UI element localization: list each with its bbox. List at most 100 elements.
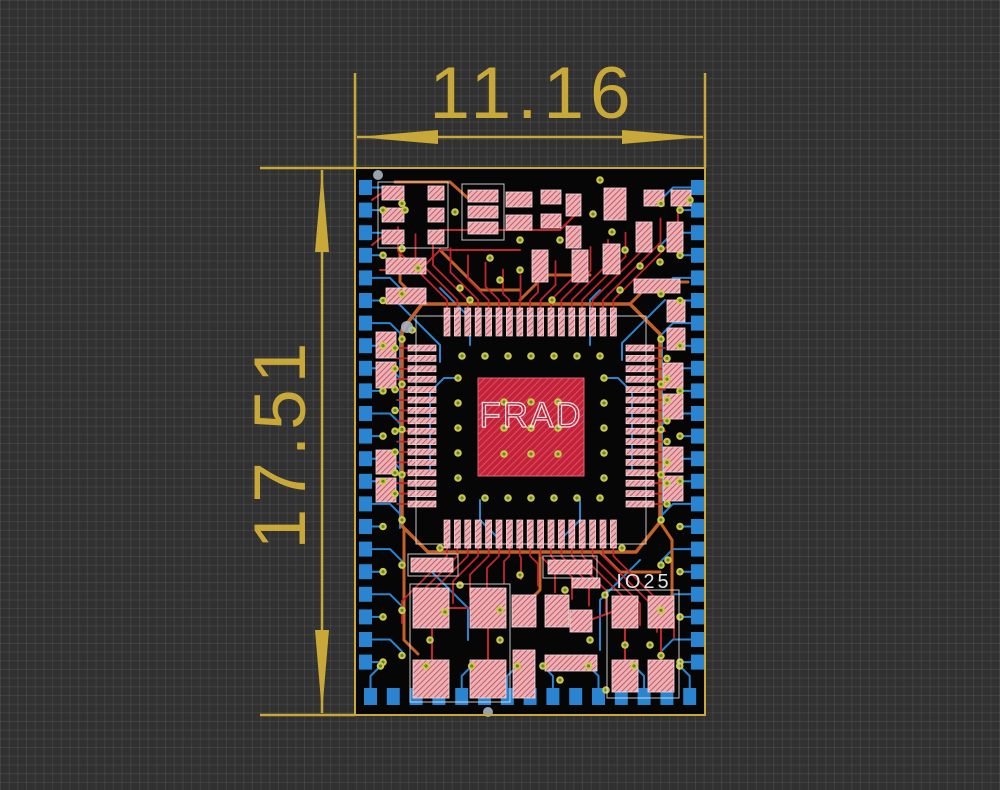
via[interactable] (481, 494, 489, 502)
ic-pin-bottom[interactable] (443, 519, 451, 549)
dimension-width[interactable]: 11.16 (353, 53, 707, 168)
edge-pad-right[interactable] (691, 360, 704, 376)
via[interactable] (618, 544, 626, 552)
edge-pad-left[interactable] (359, 383, 372, 399)
smd-pad[interactable] (467, 189, 499, 203)
via[interactable] (656, 258, 664, 266)
smd-pad[interactable] (647, 659, 675, 693)
via[interactable] (500, 450, 508, 458)
via[interactable] (391, 469, 399, 477)
via[interactable] (391, 427, 399, 436)
via[interactable] (391, 489, 399, 498)
edge-pad-left[interactable] (359, 360, 372, 376)
via[interactable] (608, 228, 616, 236)
smd-pad[interactable] (512, 649, 536, 699)
top-trace[interactable] (371, 192, 383, 201)
inner-trace[interactable] (658, 520, 674, 602)
edge-pad-left[interactable] (359, 270, 372, 286)
via[interactable] (481, 352, 489, 360)
inner-trace[interactable] (438, 248, 522, 292)
via[interactable] (451, 208, 459, 216)
pin-label-text[interactable]: IO25 (616, 571, 671, 593)
via[interactable] (398, 380, 406, 389)
edge-pad-bottom[interactable] (569, 688, 583, 705)
via[interactable] (527, 494, 535, 502)
edge-pad-right[interactable] (691, 315, 704, 331)
ic-pin-right[interactable] (625, 448, 655, 456)
ic-pin-left[interactable] (407, 500, 437, 508)
top-trace[interactable] (371, 236, 383, 246)
silkscreen-outline[interactable] (415, 315, 647, 545)
ic-pin-left[interactable] (407, 386, 437, 393)
ic-pin-top[interactable] (568, 307, 576, 337)
edge-pad-right[interactable] (691, 406, 704, 421)
via[interactable] (657, 244, 665, 253)
via[interactable] (454, 449, 462, 457)
ic-pin-top[interactable] (599, 307, 607, 337)
edge-pad-right[interactable] (691, 202, 704, 218)
edge-pad-right[interactable] (691, 451, 704, 467)
silkscreen-outline[interactable] (407, 553, 459, 577)
via[interactable] (379, 477, 387, 486)
ic-pin-top[interactable] (537, 307, 544, 337)
via[interactable] (398, 425, 406, 434)
via[interactable] (398, 516, 406, 524)
smd-pad[interactable] (427, 229, 445, 245)
ic-pin-right[interactable] (625, 396, 655, 404)
smd-pad[interactable] (375, 449, 397, 475)
edge-pad-bottom[interactable] (386, 688, 400, 705)
smd-pad[interactable] (410, 557, 454, 573)
via[interactable] (600, 449, 608, 457)
via[interactable] (556, 236, 564, 244)
smd-pad[interactable] (412, 587, 450, 629)
ic-pin-bottom[interactable] (485, 519, 492, 549)
via[interactable] (391, 365, 399, 373)
via[interactable] (573, 352, 581, 360)
via[interactable] (467, 662, 476, 670)
via[interactable] (601, 591, 609, 599)
silkscreen-outline[interactable] (542, 555, 598, 579)
via[interactable] (527, 352, 535, 360)
ic-pin-bottom[interactable] (516, 519, 524, 549)
ic-pin-left[interactable] (407, 417, 437, 425)
smd-pad[interactable] (540, 213, 562, 229)
via[interactable] (663, 375, 671, 384)
via[interactable] (657, 335, 665, 343)
smd-pad[interactable] (633, 278, 681, 294)
ic-pin-bottom[interactable] (474, 519, 482, 549)
smd-pad[interactable] (531, 249, 549, 283)
via[interactable] (621, 246, 629, 254)
via[interactable] (600, 474, 608, 482)
smd-pad[interactable] (375, 361, 397, 389)
via[interactable] (663, 500, 671, 508)
via[interactable] (414, 264, 422, 272)
ic-pin-left[interactable] (407, 479, 437, 487)
via[interactable] (527, 424, 535, 432)
via[interactable] (398, 335, 406, 343)
via[interactable] (663, 396, 671, 404)
via[interactable] (636, 262, 644, 270)
ic-pin-right[interactable] (625, 344, 655, 352)
edge-pad-right[interactable] (691, 428, 704, 444)
smd-pad[interactable] (427, 185, 445, 201)
bottom-trace[interactable] (621, 299, 666, 361)
ic-pin-left[interactable] (407, 459, 437, 466)
ic-pin-left[interactable] (407, 469, 437, 477)
edge-pad-left[interactable] (359, 293, 372, 308)
via[interactable] (454, 374, 462, 382)
smd-pad[interactable] (469, 659, 507, 699)
via[interactable] (573, 494, 581, 502)
ic-pin-right[interactable] (625, 386, 655, 393)
ic-pin-bottom[interactable] (578, 519, 586, 549)
ic-pin-top[interactable] (589, 307, 596, 337)
ic-pin-right[interactable] (625, 427, 655, 435)
ic-pin-right[interactable] (625, 417, 655, 425)
edge-pad-right[interactable] (691, 654, 704, 670)
via[interactable] (600, 424, 608, 432)
smd-pad[interactable] (544, 594, 570, 628)
smd-pad[interactable] (662, 362, 684, 389)
silkscreen-outline[interactable] (409, 583, 511, 703)
via[interactable] (379, 341, 387, 350)
edge-pad-left[interactable] (359, 406, 372, 421)
